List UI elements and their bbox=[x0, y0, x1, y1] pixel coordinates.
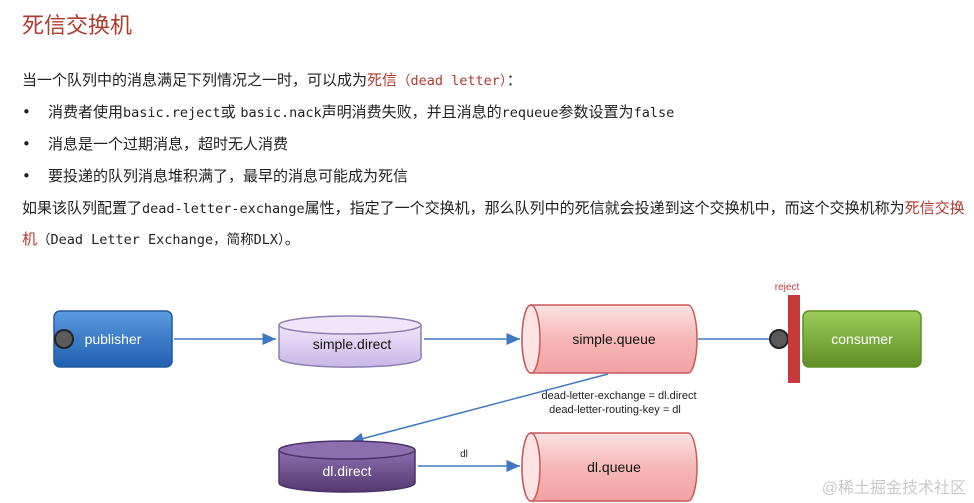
intro-post: ： bbox=[506, 71, 522, 89]
code-requeue: requeue bbox=[501, 105, 559, 121]
bullet-dot: • bbox=[22, 135, 31, 153]
code-dead-letter-exchange: dead-letter-exchange bbox=[142, 201, 305, 217]
bullet-dot: • bbox=[22, 103, 31, 121]
bullet-item-1: • 消费者使用basic.reject或 basic.nack声明消费失败，并且消… bbox=[22, 102, 674, 123]
simple-queue-label: simple.queue bbox=[572, 331, 655, 347]
consumer-node: consumer bbox=[802, 310, 922, 368]
page-title: 死信交换机 bbox=[22, 14, 133, 39]
intro-paren: （dead letter） bbox=[397, 73, 507, 89]
consumer-label: consumer bbox=[831, 331, 893, 347]
intro-line: 当一个队列中的消息满足下列情况之一时，可以成为死信（dead letter）： bbox=[22, 70, 522, 91]
dl-direct-exchange: dl.direct bbox=[278, 440, 416, 493]
simple-direct-exchange: simple.direct bbox=[278, 315, 422, 368]
dlx-config-label-2: dead-letter-routing-key = dl bbox=[549, 404, 681, 416]
simple-queue: simple.queue bbox=[521, 304, 698, 374]
consumer-port bbox=[769, 329, 789, 349]
para-paren: （Dead Letter Exchange，简称DLX） bbox=[37, 232, 285, 248]
publisher-node: publisher bbox=[53, 310, 173, 368]
para-text: 如果该队列配置了 bbox=[22, 199, 143, 217]
dl-queue-label: dl.queue bbox=[587, 459, 641, 475]
bullet-text: 要投递的队列消息堆积满了，最早的消息可能成为死信 bbox=[48, 167, 409, 185]
dl-direct-label: dl.direct bbox=[322, 463, 371, 479]
intro-term: 死信 bbox=[367, 71, 398, 89]
bullet-text: 参数设置为 bbox=[558, 103, 634, 121]
code-false: false bbox=[633, 105, 675, 121]
code-basic-nack: basic.nack bbox=[240, 105, 322, 121]
code-basic-reject: basic.reject bbox=[123, 105, 221, 121]
dlx-paragraph: 如果该队列配置了dead-letter-exchange属性，指定了一个交换机，… bbox=[22, 193, 967, 255]
publisher-label: publisher bbox=[85, 331, 142, 347]
bullet-item-2: • 消息是一个过期消息，超时无人消费 bbox=[22, 134, 288, 154]
para-text: 属性，指定了一个交换机，那么队列中的死信就会投递到这个交换机中，而这个交换机称为 bbox=[304, 199, 905, 217]
intro-pre: 当一个队列中的消息满足下列情况之一时，可以成为 bbox=[22, 71, 368, 89]
bullet-text: 消费者使用 bbox=[48, 103, 124, 121]
bullet-text: 声明消费失败，并且消息的 bbox=[321, 103, 502, 121]
para-term: 死信交换机 bbox=[22, 199, 965, 248]
reject-bar: reject bbox=[775, 282, 800, 383]
bullet-dot: • bbox=[22, 167, 31, 185]
para-text: 。 bbox=[284, 230, 300, 248]
dlx-config-label-1: dead-letter-exchange = dl.direct bbox=[541, 390, 696, 402]
reject-label: reject bbox=[775, 282, 800, 293]
bullet-text: 或 bbox=[220, 103, 241, 121]
dl-queue: dl.queue bbox=[521, 432, 698, 502]
simple-direct-label: simple.direct bbox=[313, 336, 392, 352]
watermark: @稀土掘金技术社区 bbox=[822, 479, 966, 497]
dl-routing-key-label: dl bbox=[460, 449, 468, 460]
bullet-text: 消息是一个过期消息，超时无人消费 bbox=[48, 135, 289, 153]
bullet-item-3: • 要投递的队列消息堆积满了，最早的消息可能成为死信 bbox=[22, 166, 408, 186]
arrow-dead-letter bbox=[349, 373, 609, 445]
